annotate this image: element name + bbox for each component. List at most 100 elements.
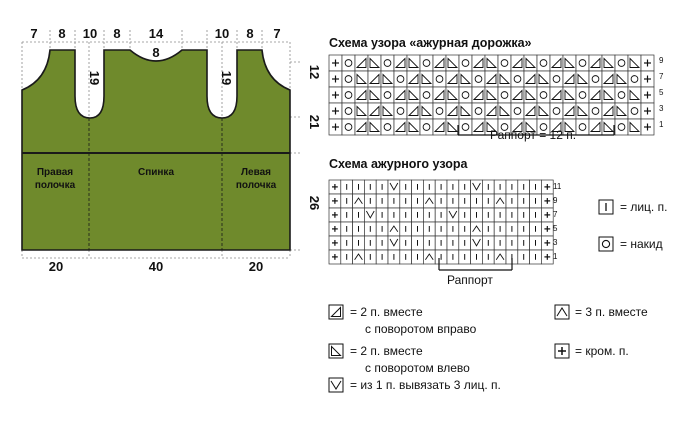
chart-openwork-pattern: Схема ажурного узора 11 9 7 5 3 1 Раппор… [328,157,562,287]
chart2-cell [529,249,542,265]
chart1-cell [536,54,551,72]
chart1-cell [549,102,564,120]
chart2-cell [423,235,436,251]
chart1-cell [640,70,655,88]
chart1-cell [432,54,447,72]
chart2-cell [352,193,365,209]
bottom-dim-0: 20 [49,259,63,274]
chart1-repeat-label: Раппорт = 12 п. [490,128,576,142]
chart2-cell [458,207,471,223]
chart1-cell [432,102,447,120]
chart2-cell [446,179,460,195]
top-dim-5: 10 [215,26,229,41]
chart2-cell [375,207,389,223]
chart1-cell [510,86,525,104]
chart2-cell [399,179,412,195]
chart1-cell [562,70,577,88]
chart2-cell [458,193,471,209]
chart2-cell [541,179,554,195]
label-left-front-2: полочка [236,180,277,191]
legend-k2tog-right-text-1: = 2 п. вместе [350,305,423,319]
chart1-cell [484,118,499,136]
top-dim-6: 8 [246,26,253,41]
chart1-row-1: 1 [659,120,664,129]
chart2-cell [470,193,483,209]
chart2-cell [458,179,471,195]
chart1-cell [419,118,434,136]
chart1-cell [601,102,616,120]
chart1-cell [575,70,590,88]
legend-inc3: = из 1 п. вывязать 3 лиц. п. [328,377,501,393]
chart2-cell [470,249,483,265]
chart1-cell [640,54,655,72]
chart1-row-5: 5 [659,88,664,97]
chart1-cell [432,118,447,136]
chart1-cell [471,86,486,104]
chart2-cell [352,179,365,195]
chart1-cell [328,102,343,120]
right-dim-0: 12 [307,65,322,79]
chart2-cell [434,235,448,251]
chart1-cell [601,70,616,88]
chart1-title: Схема узора «ажурная дорожка» [329,36,532,50]
chart1-cell [341,54,356,72]
chart1-cell [445,70,460,88]
chart2-cell [482,207,495,223]
k3tog-icon [554,304,570,320]
chart2-cell [364,207,377,223]
chart1-cell [432,70,447,88]
chart2-cell [517,235,530,251]
chart2-cell [517,221,530,237]
chart2-row-9: 9 [553,196,558,205]
chart2-cell [411,207,424,223]
chart2-cell [352,249,365,265]
chart2-cell [529,179,542,195]
chart1-cell [393,70,408,88]
chart1-cell [588,54,603,72]
garment-schematic: 7 8 10 8 14 10 8 7 8 19 19 12 21 26 20 4… [21,26,322,274]
chart1-cell [588,118,603,136]
chart1-cell [328,70,343,88]
chart1-cell [523,86,538,104]
chart1-cell [575,54,590,72]
chart2-cell [423,193,436,209]
chart2-cell [458,249,471,265]
chart1-cell [432,86,447,104]
chart2-cell [364,249,377,265]
chart2-grid [328,179,554,265]
legend: = лиц. п. = накид = 2 п. вместе с поворо… [328,199,667,393]
chart1-cell [367,70,382,88]
chart1-cell [341,86,356,104]
chart2-cell [375,235,389,251]
chart2-cell [364,193,377,209]
chart1-cell [445,102,460,120]
chart2-cell [411,193,424,209]
chart1-cell [614,102,629,120]
chart2-cell [411,179,424,195]
legend-k2tog-left-text-2: с поворотом влево [365,361,470,375]
chart1-cell [354,102,369,120]
chart2-cell [529,235,542,251]
chart1-cell [458,118,473,136]
chart2-cell [470,179,483,195]
chart2-cell [470,235,483,251]
chart1-cell [497,70,512,88]
chart1-cell [367,54,382,72]
chart1-cell [445,86,460,104]
chart2-row-5: 5 [553,224,558,233]
label-back: Спинка [138,167,174,178]
chart2-cell [517,207,530,223]
chart1-cell [497,54,512,72]
chart2-cell [340,249,353,265]
chart2-cell [411,235,424,251]
chart1-cell [549,54,564,72]
top-dim-3: 8 [113,26,120,41]
chart1-cell [354,86,369,104]
chart1-cell [367,86,382,104]
chart2-cell [446,207,460,223]
chart1-cell [640,102,655,120]
neck-depth-label: 8 [152,45,159,60]
chart2-row-1: 1 [553,252,558,261]
chart1-cell [523,102,538,120]
